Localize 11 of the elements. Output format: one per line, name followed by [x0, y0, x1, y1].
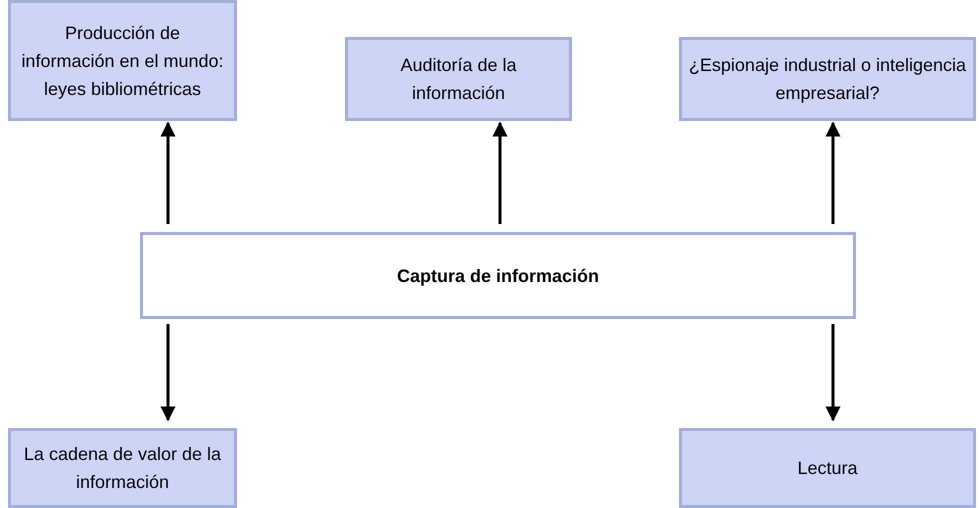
topic-box: ¿Espionaje industrial o inteligencia empresarial? — [679, 37, 976, 121]
arrow — [826, 324, 840, 422]
arrow — [826, 122, 840, 224]
central-box: Captura de información — [140, 232, 856, 319]
arrow — [160, 324, 176, 422]
topic-box: Auditoría de la información — [345, 37, 572, 121]
topic-box: Lectura — [679, 428, 976, 508]
arrow — [492, 122, 508, 224]
arrow — [160, 122, 176, 224]
topic-box: Producción de información en el mundo: leyes bibliométricas — [8, 0, 237, 121]
topic-box: La cadena de valor de la información — [8, 428, 237, 508]
